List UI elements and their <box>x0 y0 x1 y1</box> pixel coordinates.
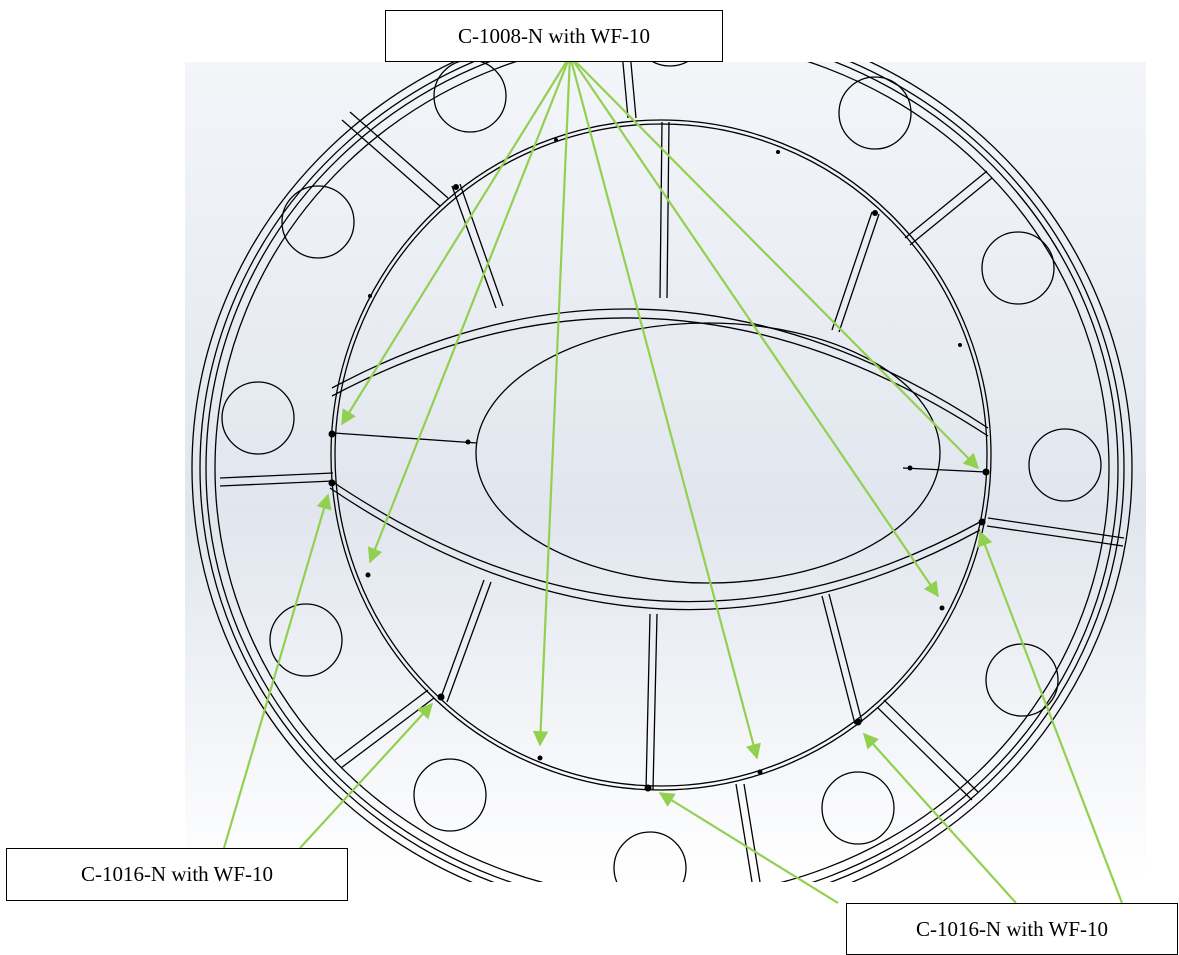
leader-arrow-top-5 <box>569 55 939 598</box>
leader-arrow-br-3 <box>977 530 1124 904</box>
callout-bottom-right-label: C-1016-N with WF-10 <box>846 903 1178 955</box>
leader-arrow-bl-2 <box>299 702 434 849</box>
leader-arrow-top-1 <box>341 55 571 426</box>
leader-arrow-br-2 <box>862 732 1017 904</box>
leader-arrow-top-2 <box>367 55 572 564</box>
center-ellipse <box>475 322 941 584</box>
bolt-points <box>328 138 990 792</box>
outer-ring <box>191 62 1133 882</box>
callout-top-label: C-1008-N with WF-10 <box>385 10 723 62</box>
inner-ribs <box>439 121 880 791</box>
callout-bottom-left-label: C-1016-N with WF-10 <box>6 848 348 901</box>
leader-arrow-top-6 <box>569 55 980 470</box>
inner-plate <box>330 119 992 791</box>
leader-arrow-top-3 <box>532 55 572 747</box>
outer-ring-ribs <box>219 62 1125 882</box>
leader-arrow-top-4 <box>568 55 761 760</box>
viewport-background <box>185 62 1146 882</box>
lens-beams <box>329 308 989 611</box>
leader-arrow-br-1 <box>658 792 839 904</box>
leader-arrow-bl-1 <box>222 493 332 849</box>
